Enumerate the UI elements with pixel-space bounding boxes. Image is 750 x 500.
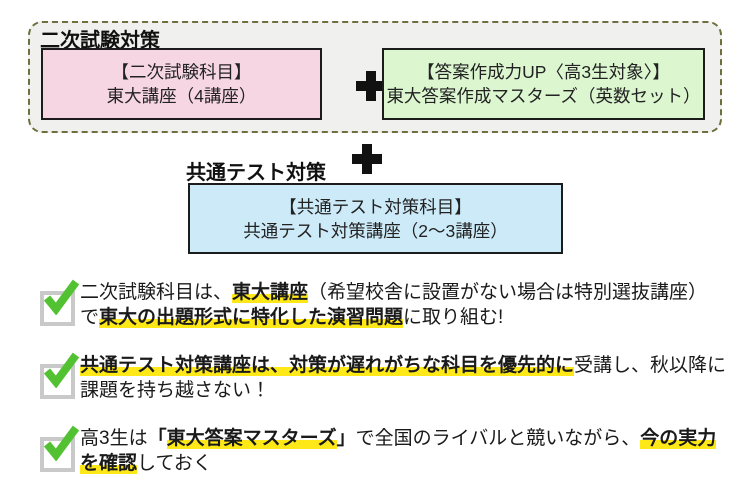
box-line-2: 共通テスト対策講座（2～3講座） <box>243 220 508 241</box>
checkbox-check-icon <box>40 279 80 328</box>
box-line-1: 【答案作成力UP〈高3生対象〉】 <box>417 62 670 82</box>
text-segment: 今の実力 <box>640 428 717 449</box>
text-segment: 東大答案マスターズ <box>166 428 337 449</box>
checklist-text: 高3生は「東大答案マスターズ」で全国のライバルと競いながら、今の実力を確認してお… <box>80 426 717 476</box>
text-segment: を確認 <box>80 453 138 474</box>
text-segment: （希望校舎に設置がない場合は特別選抜講座） <box>308 282 708 303</box>
common-test-box: 【共通テスト対策科目】 共通テスト対策講座（2～3講座） <box>188 183 563 254</box>
text-segment: で全国のライバルと競いながら、 <box>355 428 641 449</box>
text-segment: 共通テスト対策講座は、対策が遅れがちな科目を優先的に <box>80 355 575 376</box>
text-segment: しておく <box>137 453 212 474</box>
checkbox-check-icon <box>40 425 80 474</box>
text-segment: 課題を持ち越さない！ <box>80 380 271 401</box>
box-line-2: 東大答案作成マスターズ（英数セット） <box>386 86 701 106</box>
text-segment: 二次試験科目は、 <box>80 282 233 303</box>
checklist-item: 二次試験科目は、東大講座（希望校舎に設置がない場合は特別選抜講座） で東大の出題形… <box>40 279 742 330</box>
text-segment: に取り組む! <box>403 307 504 328</box>
text-segment: 受講し、秋以降に <box>574 355 727 376</box>
checklist-item: 高3生は「東大答案マスターズ」で全国のライバルと競いながら、今の実力を確認してお… <box>40 425 742 476</box>
checkbox-check-icon <box>40 352 80 401</box>
checklist-text: 二次試験科目は、東大講座（希望校舎に設置がない場合は特別選抜講座） で東大の出題形… <box>80 280 707 330</box>
bullet-list: 二次試験科目は、東大講座（希望校舎に設置がない場合は特別選抜講座） で東大の出題形… <box>40 279 742 499</box>
box-line-1: 【共通テスト対策科目】 <box>279 196 472 217</box>
secondary-subjects-box: 【二次試験科目】 東大講座（4講座） <box>41 48 322 120</box>
common-test-title: 共通テスト対策 <box>186 162 326 184</box>
plus-icon <box>356 71 386 101</box>
answer-masters-box: 【答案作成力UP〈高3生対象〉】 東大答案作成マスターズ（英数セット） <box>382 48 705 120</box>
box-line-2: 東大講座（4講座） <box>106 86 257 106</box>
text-segment: 」 <box>336 428 356 449</box>
text-segment: 高3生は <box>80 428 148 449</box>
plus-icon <box>352 144 382 174</box>
secondary-exam-title: 二次試験対策 <box>40 30 160 52</box>
text-segment: で <box>80 307 100 328</box>
text-segment: 東大の出題形式に特化した演習問題 <box>99 307 404 328</box>
text-segment: 「 <box>147 428 167 449</box>
box-line-1: 【二次試験科目】 <box>111 62 252 82</box>
checklist-item: 共通テスト対策講座は、対策が遅れがちな科目を優先的に受講し、秋以降に課題を持ち越… <box>40 352 742 403</box>
text-segment: 東大講座 <box>232 282 309 303</box>
checklist-text: 共通テスト対策講座は、対策が遅れがちな科目を優先的に受講し、秋以降に課題を持ち越… <box>80 353 726 403</box>
